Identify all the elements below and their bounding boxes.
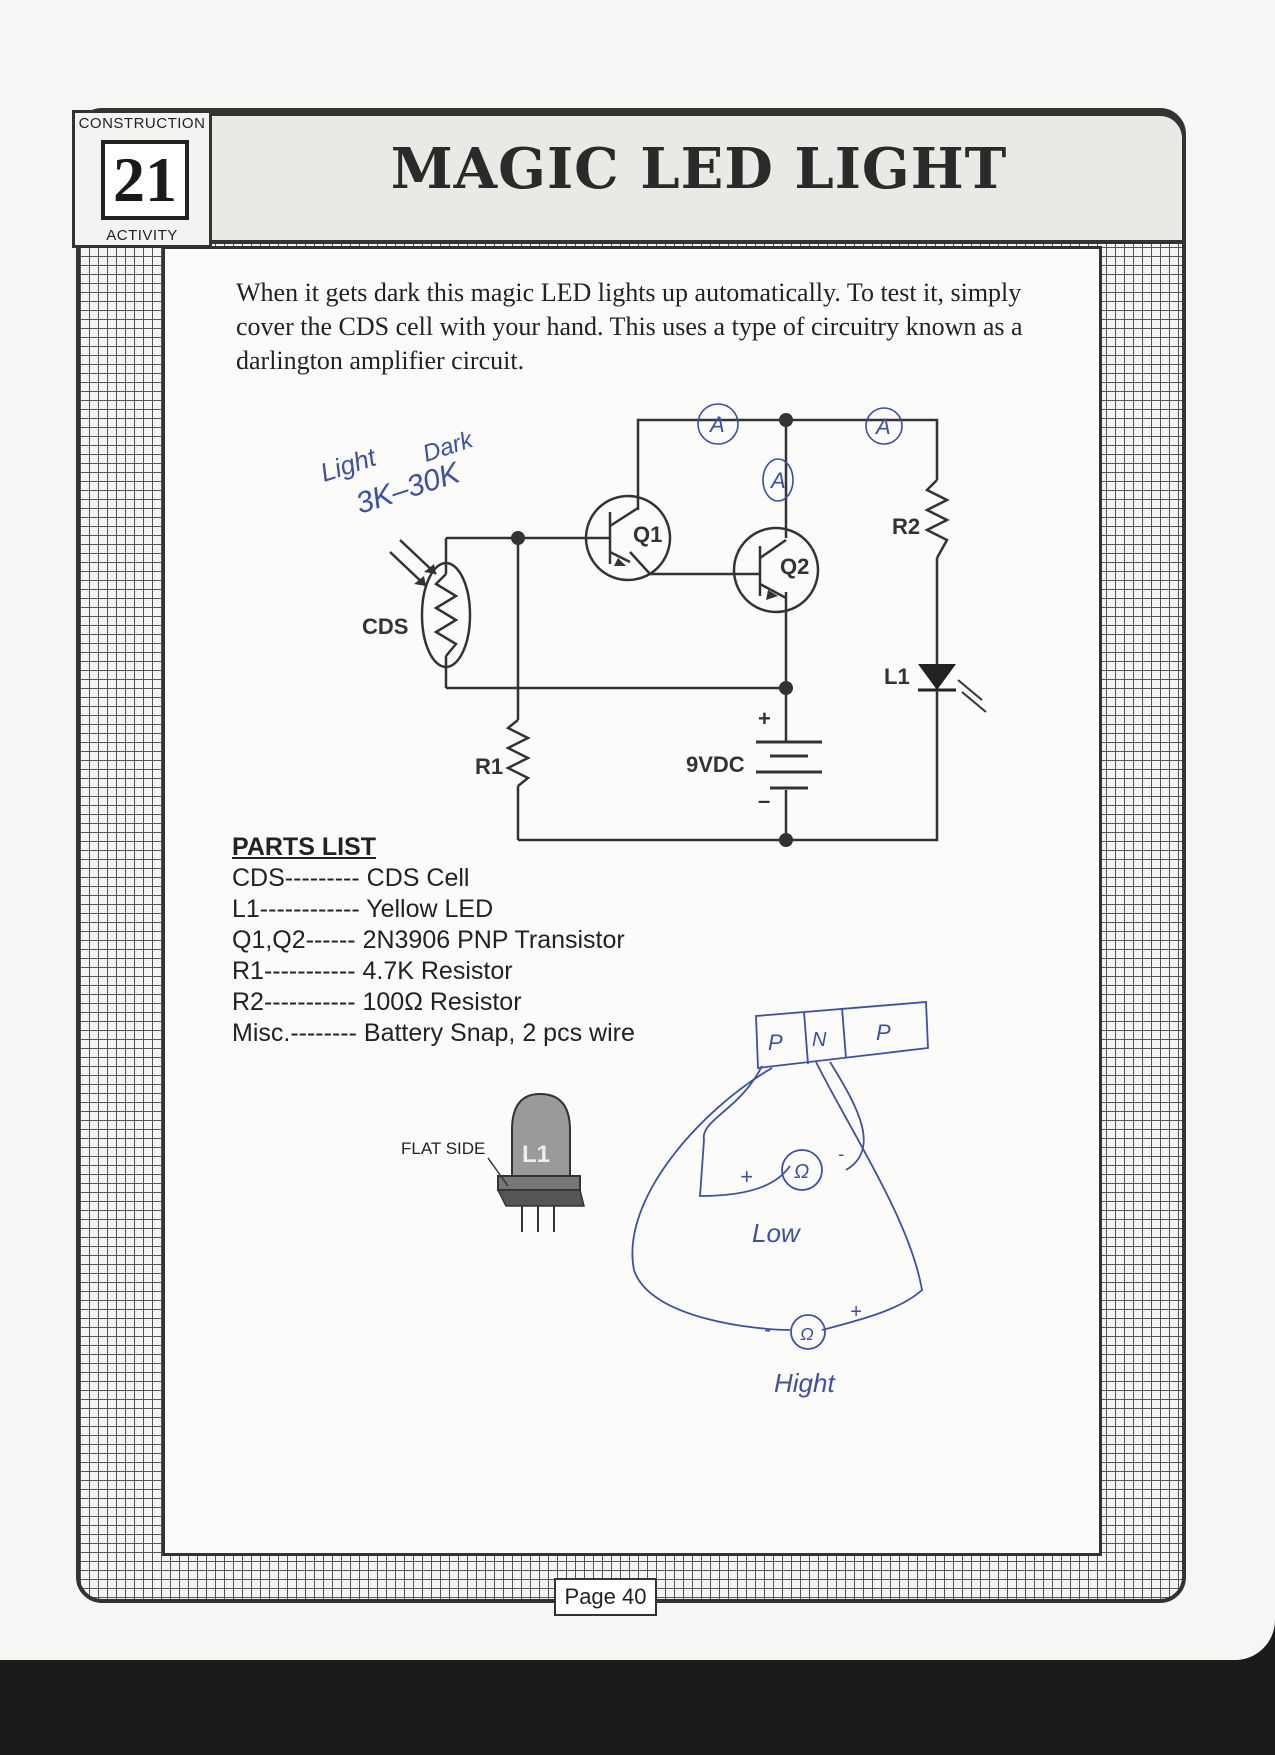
node-a-label: A (708, 412, 725, 437)
l1-led-symbol (918, 664, 987, 713)
battery-symbol (756, 740, 822, 790)
label-q1: Q1 (633, 522, 662, 547)
parts-list-row: Q1,Q2------ 2N3906 PNP Transistor (232, 925, 635, 956)
activity-badge: CONSTRUCTION 21 ACTIVITY (72, 110, 212, 248)
sketch-n: N (812, 1029, 827, 1051)
parts-list-row: R2----------- 100Ω Resistor (232, 987, 635, 1018)
sketch-minus-low: - (838, 1144, 844, 1164)
badge-top-label: CONSTRUCTION (78, 115, 206, 132)
part-ref: Q1,Q2------ (232, 926, 356, 954)
parts-list-row: R1----------- 4.7K Resistor (232, 956, 635, 987)
content-panel (162, 246, 1102, 1556)
title-band (212, 112, 1186, 244)
parts-list-row: Misc.-------- Battery Snap, 2 pcs wire (232, 1018, 635, 1049)
parts-list: PARTS LIST CDS--------- CDS Cell L1-----… (232, 832, 635, 1049)
sketch-p1: P (768, 1030, 783, 1055)
part-desc: CDS Cell (366, 864, 470, 892)
sketch-low-label: Low (752, 1218, 802, 1248)
note-light: Light (317, 441, 382, 488)
label-r2: R2 (892, 514, 920, 539)
sketch-ohm-low: Ω (794, 1161, 809, 1183)
junction-dot (779, 681, 793, 695)
parts-list-row: CDS--------- CDS Cell (232, 863, 635, 894)
part-ref: Misc.-------- (232, 1019, 357, 1047)
sketch-p2: P (876, 1020, 891, 1045)
sketch-ohm-high: Ω (800, 1324, 814, 1344)
part-desc: Yellow LED (366, 895, 494, 923)
part-ref: L1------------ (232, 895, 360, 923)
badge-number: 21 (101, 140, 189, 220)
sketch-plus-low: + (740, 1164, 753, 1189)
intro-paragraph: When it gets dark this magic LED lights … (236, 278, 1023, 375)
sketch-high-label: Hight (774, 1368, 836, 1398)
led-package-drawing: FLAT SIDE L1 (401, 1092, 585, 1232)
part-desc: Battery Snap, 2 pcs wire (363, 1019, 635, 1047)
badge-bottom-label: ACTIVITY (106, 227, 178, 244)
junction-dot (779, 413, 793, 427)
part-desc: 4.7K Resistor (362, 957, 513, 985)
cds-cell (389, 539, 472, 669)
node-a-mark (762, 458, 794, 502)
label-minus: – (758, 788, 770, 813)
sketch-plus-high: + (850, 1301, 862, 1323)
junction-dot (511, 531, 525, 545)
led-package-label: L1 (522, 1141, 550, 1168)
label-q2: Q2 (780, 554, 809, 579)
part-ref: R2----------- (232, 988, 356, 1016)
schematic-wires (444, 418, 950, 842)
circuit-schematic: Q1 Q2 R2 L1 CDS R1 9VDC + – Light Dark 3… (317, 403, 987, 1398)
part-ref: R1----------- (232, 957, 356, 985)
flat-side-label: FLAT SIDE (401, 1139, 485, 1158)
label-battery: 9VDC (686, 752, 745, 777)
handwritten-notes: Light Dark 3K–30K (317, 426, 478, 521)
sketch-minus-high: - (764, 1319, 771, 1341)
label-plus: + (758, 706, 771, 731)
node-a-mark (865, 407, 903, 445)
parts-list-title: PARTS LIST (232, 833, 376, 861)
junction-dot (779, 833, 793, 847)
page-number: Page 40 (554, 1578, 657, 1616)
q1-transistor (584, 494, 672, 582)
pnp-sketch (631, 1001, 929, 1350)
q2-transistor (732, 526, 820, 614)
part-desc: 2N3906 PNP Transistor (362, 926, 625, 954)
node-a-label: A (874, 414, 891, 439)
label-l1: L1 (884, 664, 910, 689)
parts-list-row: L1------------ Yellow LED (232, 894, 635, 925)
label-cds: CDS (362, 614, 408, 639)
part-ref: CDS--------- (232, 864, 360, 892)
node-a-mark (697, 403, 739, 445)
part-desc: 100Ω Resistor (362, 988, 522, 1016)
page-title: MAGIC LED LIGHT (390, 136, 1008, 202)
label-r1: R1 (475, 754, 503, 779)
node-a-label: A (769, 468, 786, 493)
